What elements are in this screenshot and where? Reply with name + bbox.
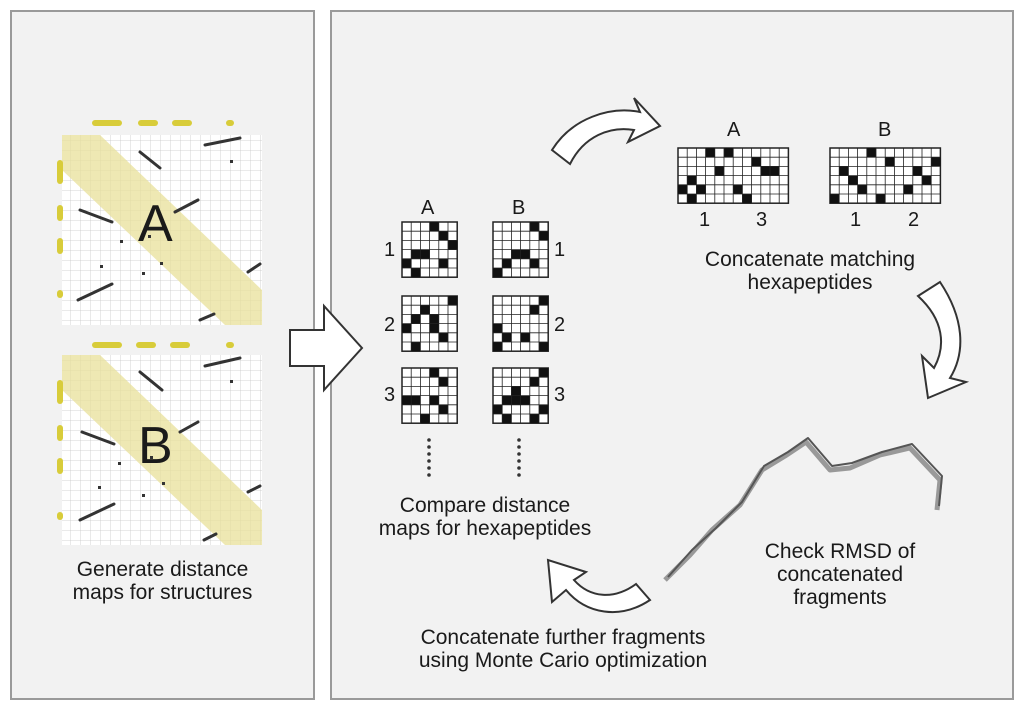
curved-arrow-icon <box>546 558 652 613</box>
backbone-trace <box>663 437 943 582</box>
right-panel <box>330 10 1014 700</box>
concat-map-a <box>677 147 790 204</box>
hexapeptide-map-b2 <box>492 295 549 352</box>
curved-arrow-icon <box>550 97 662 166</box>
hexapeptide-map-a1 <box>401 221 458 278</box>
concat-b-num-1: 1 <box>850 209 862 231</box>
hexapeptide-map-a2 <box>401 295 458 352</box>
distance-map-a <box>57 120 262 325</box>
map-a-label: A <box>138 195 173 253</box>
compare-row-3-right: 3 <box>554 384 566 406</box>
concat-a-num-1: 1 <box>699 209 711 231</box>
compare-row-2-right: 2 <box>554 314 566 336</box>
left-caption: Generate distance maps for structures <box>72 558 253 604</box>
compare-col-b: B <box>512 197 526 219</box>
hexapeptide-map-b1 <box>492 221 549 278</box>
hexapeptide-map-b3 <box>492 367 549 424</box>
map-b-label: B <box>138 417 173 475</box>
compare-col-a: A <box>421 197 435 219</box>
rmsd-caption: Check RMSD of concatenated fragments <box>764 540 916 609</box>
hexapeptide-map-a3 <box>401 367 458 424</box>
compare-caption: Compare distance maps for hexapeptides <box>378 494 592 540</box>
concat-map-b <box>829 147 942 204</box>
right-arrow-icon <box>289 303 364 393</box>
monte-carlo-caption: Concatenate further fragments using Mont… <box>418 626 708 672</box>
distance-map-b <box>57 342 262 545</box>
concat-a-num-2: 3 <box>756 209 768 231</box>
compare-row-1-left: 1 <box>384 239 396 261</box>
concat-col-a: A <box>727 119 741 141</box>
concat-b-num-2: 2 <box>908 209 920 231</box>
concat-caption: Concatenate matching hexapeptides <box>704 248 916 294</box>
curved-arrow-icon <box>916 280 970 400</box>
compare-row-2-left: 2 <box>384 314 396 336</box>
ellipsis-dots <box>427 438 521 477</box>
compare-row-1-right: 1 <box>554 239 566 261</box>
compare-row-3-left: 3 <box>384 384 396 406</box>
concat-col-b: B <box>878 119 892 141</box>
